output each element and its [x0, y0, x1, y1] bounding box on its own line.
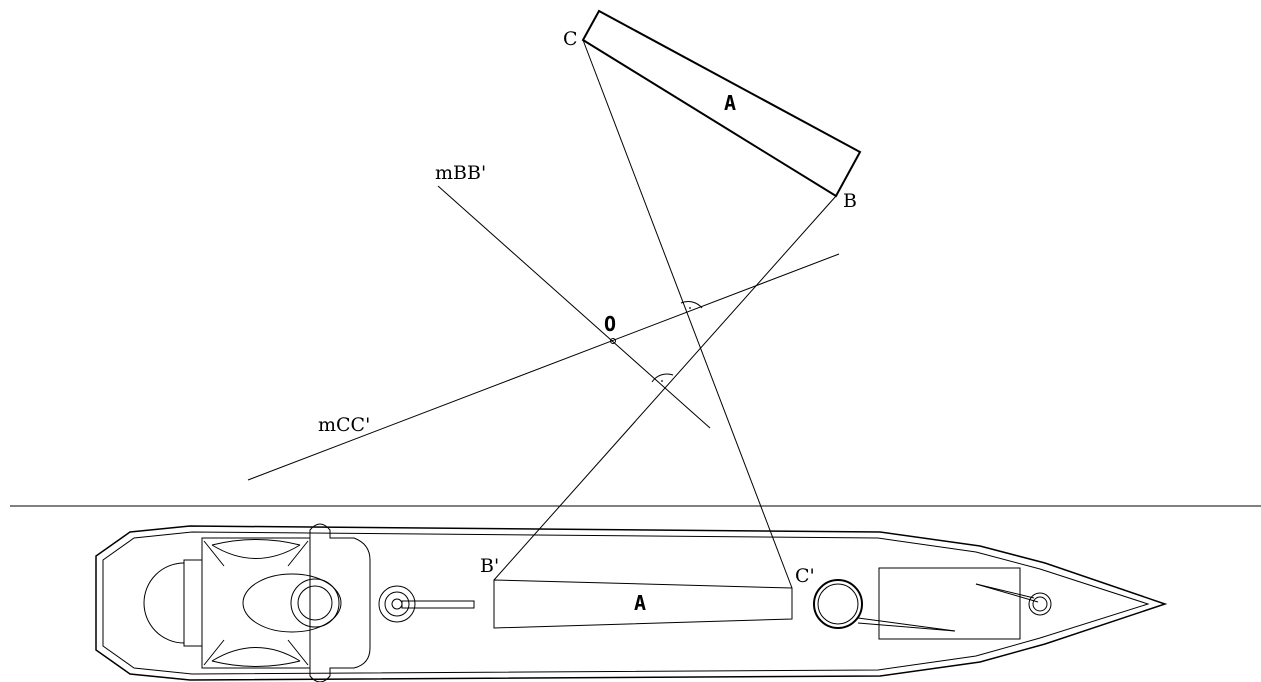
- right-angle-mark-upper: [680, 301, 703, 309]
- deckhouse: [201, 537, 311, 669]
- funnel-inner-circle: [297, 585, 333, 621]
- rear-turret-middle: [384, 591, 410, 617]
- funnel-outer-circle: [290, 578, 340, 628]
- bow-equipment-box: [878, 567, 1021, 640]
- hull-outer: [95, 525, 1168, 681]
- right-angle-dot-lower: [661, 380, 663, 382]
- stern-block: [183, 559, 203, 647]
- rear-turret-center: [391, 598, 403, 610]
- funnel-ellipse: [242, 573, 342, 633]
- ship-hull: [95, 525, 1168, 681]
- crane-arm-left-a: [857, 617, 956, 632]
- deckhouse-strut-tr: [287, 540, 309, 567]
- label-c: C: [563, 28, 578, 50]
- label-b-prime: B': [480, 555, 499, 577]
- deckhouse-strut-tl: [203, 540, 225, 567]
- deckhouse-strut-br: [287, 639, 309, 666]
- rotation-center-point: [610, 338, 616, 344]
- hull-inner: [102, 531, 1150, 675]
- bow-equipment: [857, 567, 1052, 640]
- label-mbb: mBB': [435, 162, 486, 184]
- label-mcc: mCC': [318, 414, 370, 436]
- bridge: [309, 523, 371, 682]
- deckhouse-lens-top-a: [211, 544, 301, 559]
- bow-capstan-outer: [1028, 592, 1052, 616]
- rear-turret-outer: [378, 585, 416, 623]
- label-o: O: [604, 312, 616, 336]
- bow-capstan-inner: [1032, 596, 1048, 612]
- crane-arm-left-b: [857, 622, 956, 632]
- forward-mast: [813, 579, 863, 629]
- right-angle-mark-lower: [651, 373, 674, 383]
- line-c-to-c-prime: [582, 39, 793, 589]
- forward-mast-inner: [817, 583, 859, 625]
- stern-dome: [143, 562, 185, 644]
- crane-arm-right-b: [975, 583, 1035, 599]
- label-a-top: A: [724, 91, 736, 115]
- rectangle-a-outline: [581, 9, 862, 198]
- right-angle-dot-upper: [689, 307, 691, 309]
- bisector-mcc: [247, 253, 840, 481]
- rear-turret: [378, 585, 475, 623]
- stern-superstructure: [143, 523, 371, 682]
- deckhouse-lens-bottom-a: [211, 647, 301, 662]
- deckhouse-strut-bl: [203, 639, 225, 666]
- rotated-rectangle-a: [581, 9, 862, 198]
- deckhouse-lens-top-b: [211, 539, 301, 546]
- label-b: B: [843, 190, 857, 212]
- original-rectangle-a: A: [493, 579, 793, 629]
- original-rectangle-a-outline: [493, 579, 793, 629]
- rear-turret-barrel: [401, 600, 475, 609]
- bisector-mbb: [437, 185, 711, 429]
- label-a-bottom: A: [634, 591, 646, 615]
- forward-mast-outer: [813, 579, 863, 629]
- deckhouse-lens-bottom-b: [211, 660, 301, 667]
- label-c-prime: C': [795, 565, 815, 587]
